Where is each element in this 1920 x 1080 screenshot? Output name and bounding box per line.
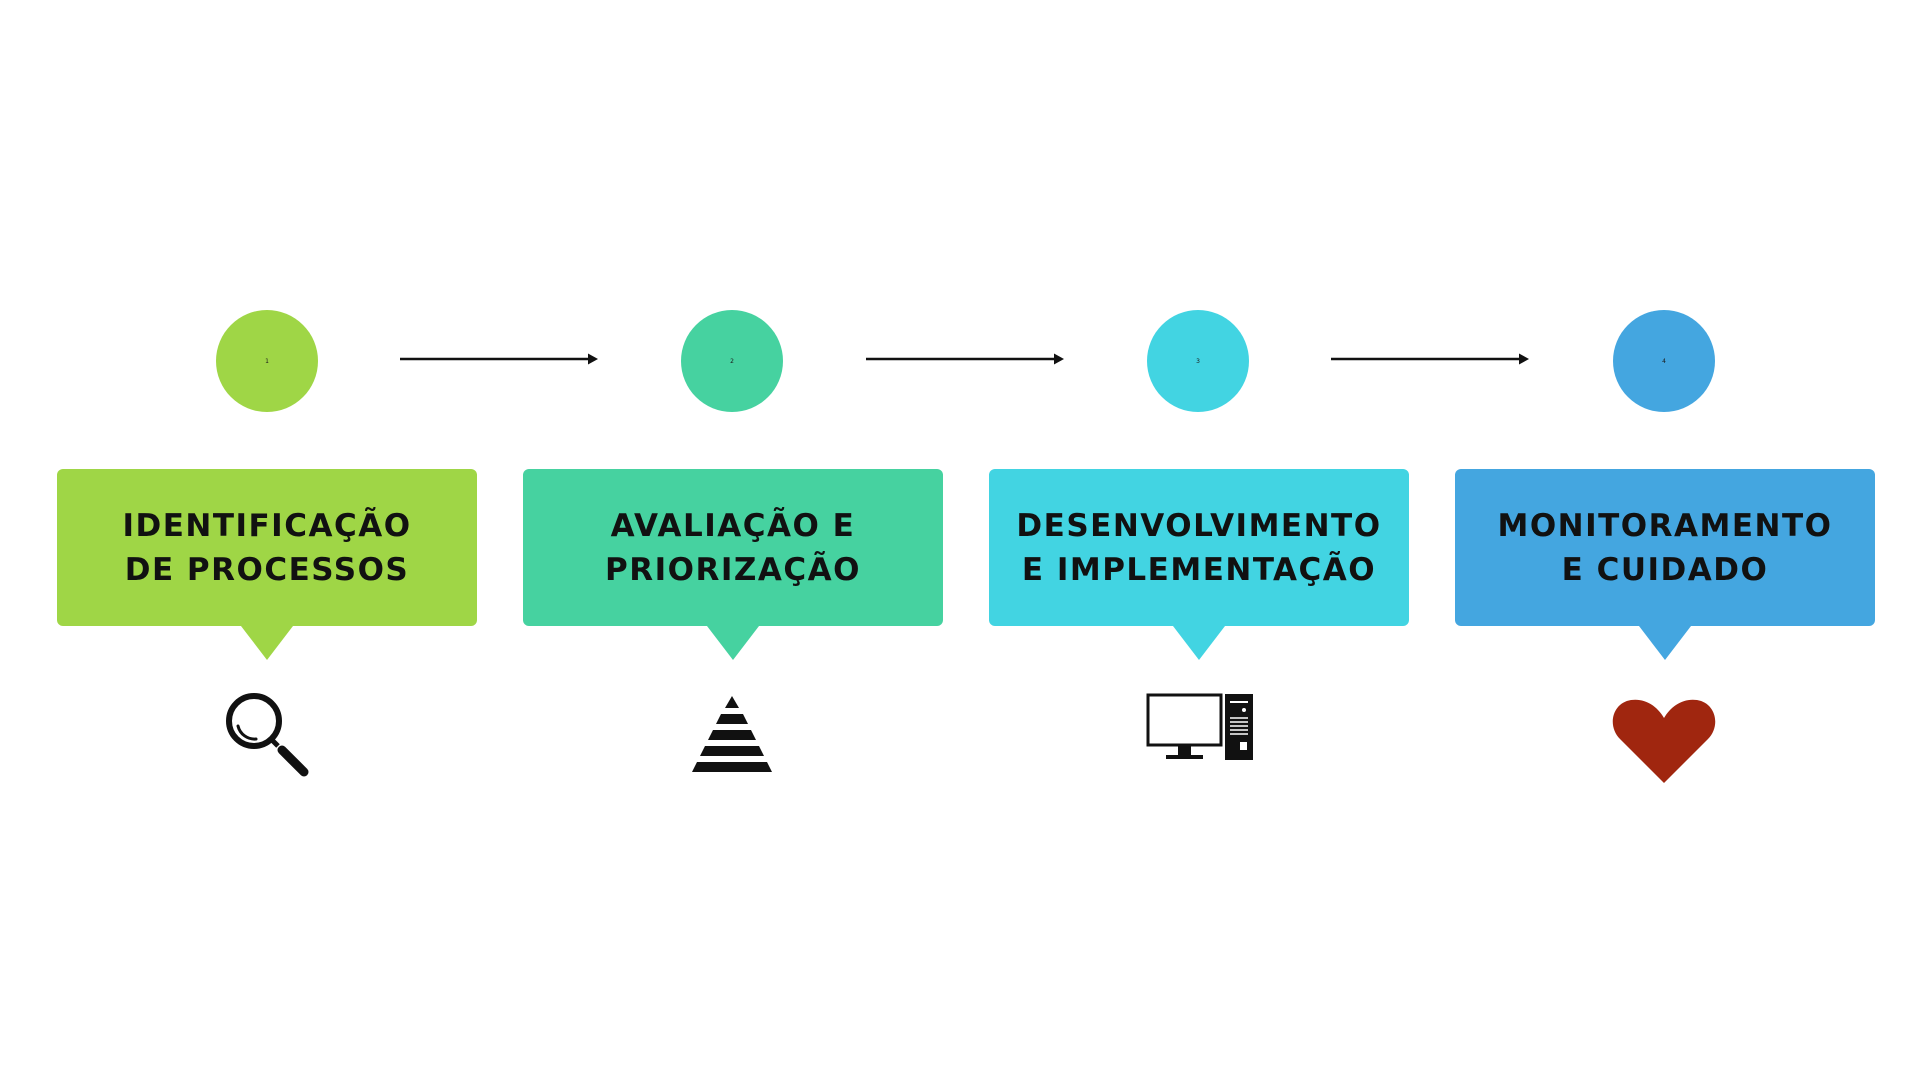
magnifying-glass-icon xyxy=(226,693,309,777)
step-3-box: DESENVOLVIMENTO E IMPLEMENTAÇÃO xyxy=(989,469,1409,660)
step-2-label: AVALIAÇÃO E PRIORIZAÇÃO xyxy=(605,507,861,588)
step-4-label: MONITORAMENTO E CUIDADO xyxy=(1497,507,1833,588)
step-4-number: 4 xyxy=(1662,357,1666,365)
step-2-circle: 2 xyxy=(681,310,783,412)
step-3-circle: 3 xyxy=(1147,310,1249,412)
arrow-2-to-3 xyxy=(866,353,1064,365)
arrow-3-to-4 xyxy=(1331,353,1529,365)
step-4-box: MONITORAMENTO E CUIDADO xyxy=(1455,469,1875,660)
heart-icon xyxy=(1612,699,1716,783)
step-1-box: IDENTIFICAÇÃO DE PROCESSOS xyxy=(57,469,477,660)
step-4-circle: 4 xyxy=(1613,310,1715,412)
desktop-computer-icon xyxy=(1146,693,1253,760)
step-2-box: AVALIAÇÃO E PRIORIZAÇÃO xyxy=(523,469,943,660)
step-1-label: IDENTIFICAÇÃO DE PROCESSOS xyxy=(122,507,412,588)
step-3-number: 3 xyxy=(1196,357,1200,365)
pyramid-icon xyxy=(692,696,772,772)
step-1-number: 1 xyxy=(265,357,269,365)
arrow-1-to-2 xyxy=(400,353,598,365)
step-1-circle: 1 xyxy=(216,310,318,412)
step-2-number: 2 xyxy=(730,357,734,365)
step-3-label: DESENVOLVIMENTO E IMPLEMENTAÇÃO xyxy=(1016,507,1382,588)
